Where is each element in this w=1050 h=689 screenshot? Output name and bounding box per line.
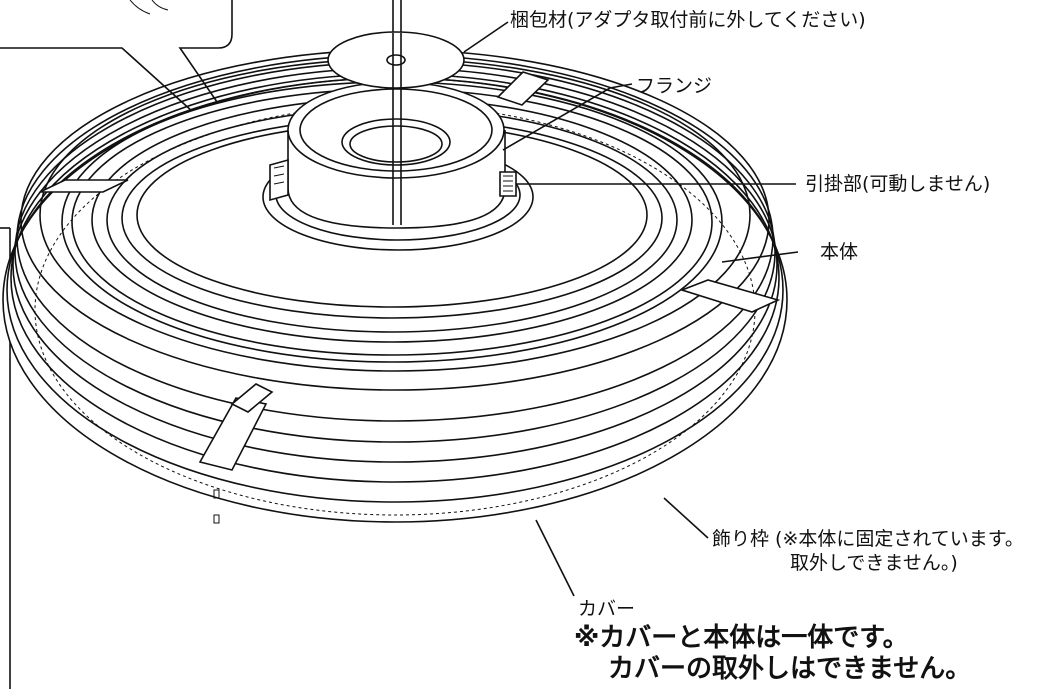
leader-frame	[663, 497, 709, 539]
tape-right	[679, 279, 781, 313]
flange-top-outer	[287, 81, 505, 179]
tape-front-left-upper	[230, 383, 274, 413]
label-body: 本体	[820, 241, 859, 263]
label-frame-line2: 取外しできません。)	[790, 552, 958, 574]
packing-disc-hole	[386, 54, 406, 66]
callout-scratch-1	[129, 0, 151, 15]
note-line2: カバーの取外しはできません。	[608, 654, 972, 684]
flange-top-inner	[299, 88, 493, 172]
leader-body	[721, 251, 799, 263]
label-cover: カバー	[578, 598, 636, 620]
label-flange: フランジ	[636, 75, 713, 97]
flange-inner-ring-1	[341, 118, 451, 166]
packing-disc	[327, 31, 465, 89]
label-hook: 引掛部(可動しません)	[805, 173, 991, 195]
tape-left	[39, 179, 129, 193]
front-mark-1	[213, 489, 220, 499]
hook-tab-right	[499, 171, 517, 197]
label-frame-line1: 飾り枠 (※本体に固定されています。	[712, 528, 1024, 550]
note-line1: ※カバーと本体は一体です。	[574, 623, 909, 653]
leader-cover	[535, 519, 575, 597]
tape-front-left	[198, 397, 268, 471]
hook-tab-left	[269, 158, 289, 202]
leader-packing	[463, 21, 509, 53]
packing-string-over-disc	[392, 33, 402, 88]
tape-top-right	[496, 71, 550, 106]
leader-flange	[502, 83, 633, 151]
label-packing: 梱包材(アダプタ取付前に外してください)	[510, 9, 866, 31]
front-mark-2	[213, 514, 220, 524]
callout-scratch-2	[151, 0, 169, 11]
flange-inner-ring-2	[349, 125, 443, 163]
